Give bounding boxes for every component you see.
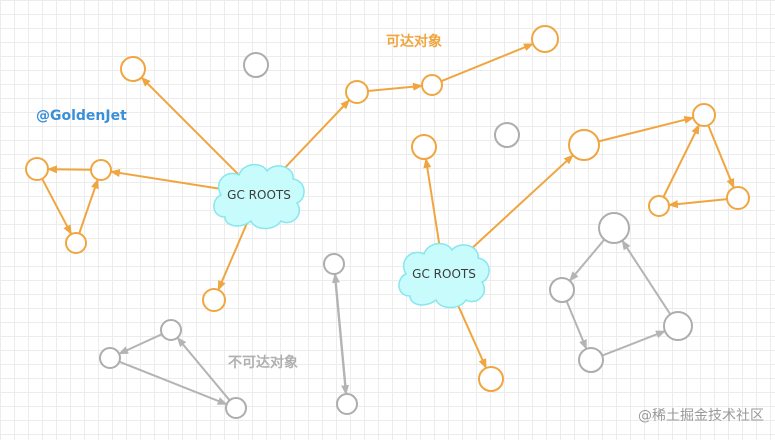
unreachable-object-node: [225, 397, 247, 419]
reference-arrow-reachable: [423, 157, 441, 249]
reachable-object-node: [568, 129, 600, 161]
reference-arrow-unreachable: [568, 238, 606, 282]
reference-arrow-unreachable: [621, 239, 672, 315]
unreachable-object-node: [160, 319, 182, 341]
reference-arrow-reachable: [278, 99, 351, 175]
unreachable-object-node: [494, 122, 520, 148]
gc-root-label: GC ROOTS: [227, 188, 291, 202]
reference-arrow-reachable: [454, 298, 488, 369]
reference-arrow-reachable: [667, 198, 728, 209]
reachable-object-node: [25, 157, 49, 181]
reachable-object-node: [411, 134, 437, 160]
reference-arrow-reachable: [217, 219, 250, 291]
reachable-object-node: [478, 366, 504, 392]
edges-layer: [41, 42, 735, 406]
unreachable-objects-label: 不可达对象: [228, 354, 298, 371]
reference-arrow-unreachable: [331, 272, 348, 395]
reference-arrow-unreachable: [565, 300, 588, 350]
reference-arrow-reachable: [707, 124, 735, 189]
gc-root-cloud: GC ROOTS: [398, 242, 490, 309]
reference-arrow-reachable: [598, 116, 695, 143]
gc-root-label: GC ROOTS: [412, 267, 476, 281]
unreachable-object-node: [243, 52, 269, 78]
reachable-object-node: [531, 25, 559, 53]
reference-arrow-reachable: [367, 82, 423, 92]
unreachable-object-node: [336, 393, 358, 415]
unreachable-object-node: [99, 347, 121, 369]
unreachable-object-node: [549, 277, 575, 303]
unreachable-object-node: [663, 311, 693, 341]
gc-root-cloud: GC ROOTS: [213, 163, 305, 230]
reference-arrow-reachable: [78, 178, 99, 234]
reference-arrow-reachable: [140, 76, 239, 175]
unreachable-object-node: [323, 253, 345, 275]
reference-arrow-unreachable: [601, 330, 666, 357]
reachable-object-node: [202, 288, 226, 312]
reachable-object-node: [90, 159, 112, 181]
reachable-object-node: [421, 74, 443, 96]
unreachable-object-node: [598, 212, 630, 244]
reference-arrow-reachable: [440, 42, 534, 83]
reachable-object-node: [726, 186, 750, 210]
reference-arrow-unreachable: [118, 360, 228, 406]
reachable-object-node: [648, 195, 670, 217]
reference-arrow-unreachable: [118, 333, 163, 355]
reachable-objects-label: 可达对象: [386, 33, 442, 50]
nodes-layer: [25, 25, 750, 419]
unreachable-object-node: [578, 347, 604, 373]
reachable-object-node: [345, 80, 369, 104]
reachable-object-node: [692, 103, 716, 127]
reference-arrow-reachable: [47, 165, 92, 174]
reachable-object-node: [120, 56, 146, 82]
watermark-label: @稀土掘金技术社区: [638, 408, 764, 424]
reference-arrow-reachable: [41, 178, 73, 236]
reference-arrow-reachable: [662, 124, 700, 198]
reference-arrow-reachable: [465, 154, 574, 255]
reference-arrow-reachable: [109, 169, 224, 191]
reference-arrow-unreachable: [176, 336, 231, 401]
reachable-object-node: [65, 232, 87, 254]
author-label: @GoldenJet: [36, 108, 127, 124]
